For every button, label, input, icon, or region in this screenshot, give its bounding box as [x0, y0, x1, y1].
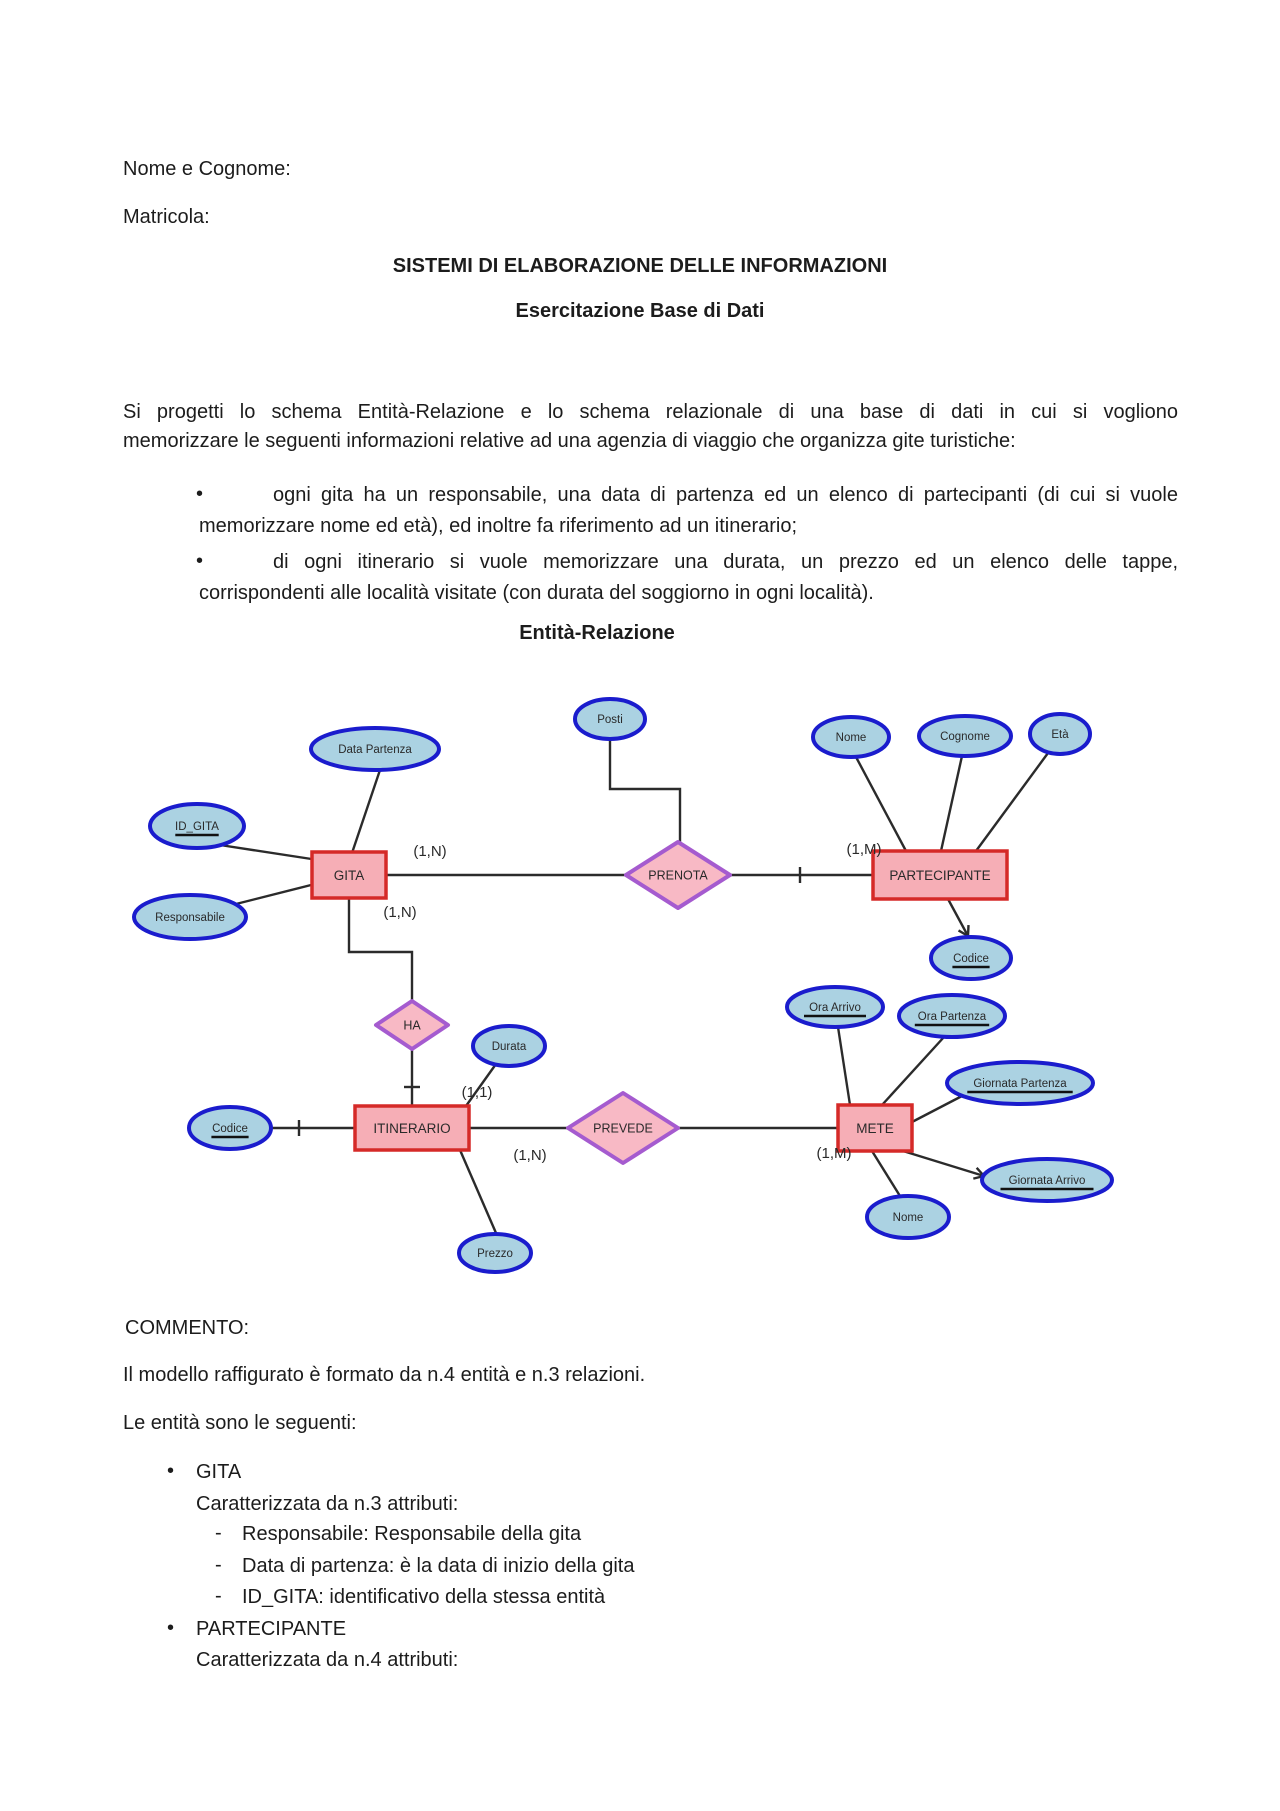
intro-line-1: Si progetti lo schema Entità-Relazione e… [123, 401, 1178, 423]
entity-label-gita: GITA [334, 868, 365, 883]
relationship-label-prevede: PREVEDE [593, 1122, 653, 1136]
attribute-label-giornata-partenza: Giornata Partenza [973, 1078, 1067, 1090]
entity-relationship-diagram: GITA PARTECIPANTE ITINERARIO METE PRENOTA HA P… [132, 697, 1114, 1274]
connection-line [939, 755, 964, 852]
connection-line [975, 752, 1049, 852]
entity-list-item: GITA [196, 1461, 242, 1483]
entity-list-item: Caratterizzata da n.4 attributi: [196, 1649, 459, 1671]
cardinality-label: (1,M) [817, 1145, 852, 1162]
attribute-label-responsabile: Responsabile [155, 912, 225, 924]
entity-mete [836, 1103, 914, 1153]
connection-line [854, 756, 908, 852]
relationship-label-ha: HA [403, 1019, 421, 1033]
connection-line [946, 898, 970, 937]
attribute-durata [471, 1024, 547, 1068]
dash-icon: - [215, 1585, 222, 1607]
attribute-nome-top [811, 715, 891, 759]
entity-label-mete: METE [856, 1121, 894, 1136]
entity-partecipante [871, 849, 1009, 901]
attribute-label-id-gita: ID_GITA [175, 821, 219, 833]
cardinality-label: (1,N) [383, 904, 416, 921]
connection-line [881, 1036, 945, 1106]
intro-line-2: memorizzare le seguenti informazioni rel… [123, 430, 1016, 452]
entity-gita [310, 850, 388, 900]
entity-list-item: PARTECIPANTE [196, 1618, 347, 1640]
connection-line [902, 1149, 985, 1178]
relationship-prenota [624, 840, 732, 910]
attribute-label-posti: Posti [597, 714, 623, 726]
attribute-id-gita [148, 802, 246, 850]
bullet-2-line-1: di ogni itinerario si vuole memorizzare … [273, 551, 1178, 573]
er-diagram-heading: Entità-Relazione [519, 622, 675, 644]
cardinality-label: (1,1) [462, 1084, 493, 1101]
document-subtitle: Esercitazione Base di Dati [515, 300, 765, 322]
dash-icon: - [215, 1522, 222, 1544]
attribute-label-ora-partenza: Ora Partenza [918, 1011, 987, 1023]
attribute-giornata-arrivo [980, 1157, 1114, 1203]
entity-list-item: Caratterizzata da n.3 attributi: [196, 1493, 459, 1515]
cardinality-label: (1,M) [847, 841, 882, 858]
document-title: SISTEMI DI ELABORAZIONE DELLE INFORMAZIO… [392, 255, 888, 277]
commento-label: COMMENTO: [125, 1317, 250, 1339]
arrowhead-icon [966, 924, 970, 937]
attribute-responsabile [132, 893, 248, 941]
connection-line [347, 898, 414, 1001]
attribute-eta [1028, 712, 1092, 756]
attribute-label-cognome: Cognome [940, 731, 990, 743]
connection-line [231, 882, 316, 907]
cardinality-label: (1,N) [413, 843, 446, 860]
attribute-label-prezzo: Prezzo [477, 1248, 513, 1260]
arrowhead-icon [957, 929, 969, 938]
entity-itinerario [353, 1104, 471, 1152]
dash-icon: - [215, 1554, 222, 1576]
attribute-cognome [917, 714, 1013, 758]
bullet-icon: • [196, 550, 204, 572]
entity-list-item: Data di partenza: è la data di inizio de… [242, 1555, 635, 1577]
model-summary-line: Il modello raffigurato è formato da n.4 … [123, 1364, 646, 1386]
connection-line [870, 1150, 902, 1197]
matricola-label: Matricola: [123, 206, 210, 228]
attribute-nome-bottom [865, 1194, 951, 1240]
attribute-prezzo [457, 1232, 533, 1274]
attribute-label-data-partenza: Data Partenza [338, 744, 412, 756]
entity-label-itinerario: ITINERARIO [373, 1121, 450, 1136]
attribute-giornata-partenza [945, 1060, 1095, 1106]
attribute-label-eta: Età [1051, 729, 1069, 741]
attribute-label-nome-top: Nome [836, 732, 867, 744]
attribute-label-durata: Durata [492, 1041, 527, 1053]
attribute-label-codice-right: Codice [953, 953, 989, 965]
connection-line [465, 1063, 497, 1107]
connection-line [836, 1026, 852, 1106]
connection-line [911, 1094, 963, 1124]
attribute-codice-right [929, 935, 1013, 981]
name-surname-label: Nome e Cognome: [123, 158, 291, 180]
attribute-ora-partenza [897, 993, 1007, 1039]
relationship-prevede [566, 1091, 680, 1165]
attribute-data-partenza [309, 726, 441, 772]
entity-label-partecipante: PARTECIPANTE [889, 868, 990, 883]
bullet-1-line-2: memorizzare nome ed età), ed inoltre fa … [199, 515, 798, 537]
attribute-codice-left [187, 1105, 273, 1151]
bullet-icon: • [167, 1460, 175, 1482]
bullet-1-line-1: ogni gita ha un responsabile, una data d… [273, 484, 1178, 506]
cardinality-label: (1,N) [513, 1147, 546, 1164]
relationship-label-prenota: PRENOTA [648, 869, 708, 883]
connection-line [608, 739, 682, 843]
relationship-ha [374, 999, 450, 1051]
entity-list-item: Responsabile: Responsabile della gita [242, 1523, 582, 1545]
attribute-label-nome-bottom: Nome [893, 1212, 924, 1224]
entity-list-item: ID_GITA: identificativo della stessa ent… [242, 1586, 606, 1608]
connection-line [350, 769, 382, 854]
connection-line [219, 843, 319, 862]
attribute-posti [573, 697, 647, 741]
attribute-label-giornata-arrivo: Giornata Arrivo [1009, 1175, 1086, 1187]
bullet-2-line-2: corrispondenti alle località visitate (c… [199, 582, 874, 604]
entities-intro-line: Le entità sono le seguenti: [123, 1412, 357, 1434]
attribute-label-ora-arrivo: Ora Arrivo [809, 1002, 861, 1014]
bullet-icon: • [196, 483, 204, 505]
connection-line [458, 1149, 498, 1234]
attribute-label-codice-left: Codice [212, 1123, 248, 1135]
bullet-icon: • [167, 1617, 175, 1639]
